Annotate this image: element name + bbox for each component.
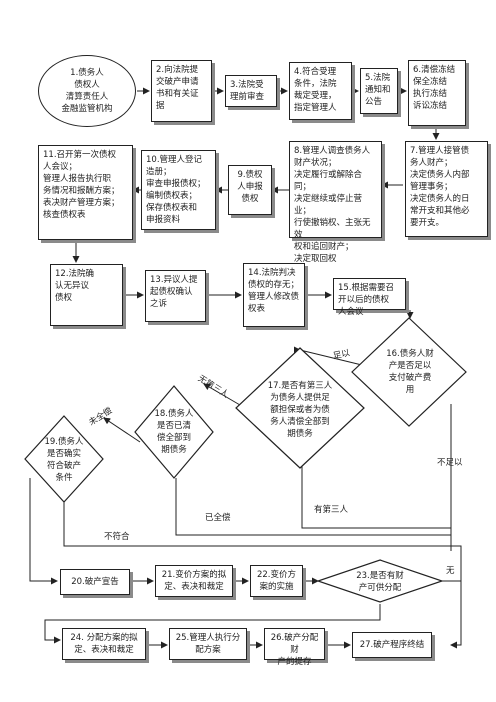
label-fully-paid: 已全偿 [205,513,231,523]
node-21-realization-plan: 21.变价方案的拟 定、表决和裁定 [155,565,233,597]
node-26-deposit-distribution: 26.破产分配财 产的提存 [264,628,325,667]
node-6-freeze: 6.清偿冻结 保全冻结 执行冻结 诉讼冻结 [408,60,466,126]
node-19-meets-bankruptcy-conditions: 19.债务人 是否确实 符合破产 条件 [44,437,84,483]
node-8-investigate-property: 8.管理人调查债务人 财产状况； 决定履行或解除合同； 决定继续或停止营业； 行… [289,141,382,264]
node-14-court-judgment: 14.法院判决 债权的存无； 管理人修改债 权表 [243,263,305,327]
node-10-register-claims: 10.管理人登记 造册； 审查申报债权； 编制债权表； 保存债权表和 申报资料 [141,150,216,230]
node-16-sufficient-property: 16.债务人财 产是否足以 支付破产费 用 [386,349,434,395]
node-11-first-creditors-meeting: 11.召开第一次债权 人会议； 管理人报告执行职 务情况和报酬方案； 表决财产管… [38,145,133,240]
node-1-parties: 1.债务人 债权人 清算责任人 金融监管机构 [38,55,136,127]
decision-19-shape [24,415,104,503]
node-4-accept-appoint-administrator: 4.符合受理 条件，法院 裁定受理， 指定管理人 [289,62,352,120]
node-23-property-to-distribute: 23.是否有财 产可供分配 [356,571,404,593]
node-12-confirm-claims: 12.法院确 认无异议 债权 [50,264,123,326]
decision-16-shape [351,317,467,427]
node-3-pre-acceptance-review: 3.法院受 理前审查 [225,75,277,107]
label-not-sufficient: 不足以 [437,458,463,468]
decision-23-shape [316,559,444,603]
label-has-third-party: 有第三人 [314,505,349,515]
decision-18-shape [134,385,214,479]
decision-17-shape [235,347,365,469]
node-9-declare-claims: 9.债权 人申报 债权 [228,165,272,215]
node-20-bankruptcy-declaration: 20.破产宣告 [60,569,130,595]
node-15-later-meetings: 15.根据需要召 开以后的债权 人会议 [333,278,406,317]
node-18-debts-fully-paid: 18.债务人 是否已清 偿全部到 期债务 [154,409,194,455]
node-13-objection-lawsuit: 13.异议人提 起债权确认 之诉 [145,270,206,322]
node-24-distribution-plan: 24. 分配方案的拟 定、表决和裁定 [62,628,146,660]
node-5-notice: 5.法院 通知和 公告 [360,68,398,114]
node-2-file-petition: 2.向法院提 交破产申请 书和有关证 据 [151,60,212,122]
node-7-take-over: 7.管理人接管债 务人财产； 决定债务人内部 管理事务； 决定债务人的日 常开支… [405,141,488,237]
node-22-implement-realization: 22.变价方 案的实施 [250,565,303,597]
label-not-conform: 不符合 [104,532,130,542]
node-25-execute-distribution: 25.管理人执行分 配方案 [169,628,247,660]
node-27-termination: 27.破产程序终结 [352,632,432,658]
node-17-third-party-guarantee: 17.是否有第三人 为债务人提供足 额担保或者为债 务人清偿全部到 期债务 [267,381,333,439]
label-none: 无 [446,566,455,576]
